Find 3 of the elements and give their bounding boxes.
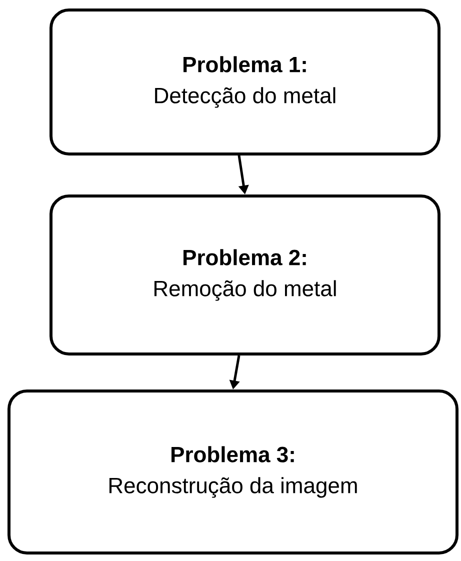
process-box: Problema 2: Remoção do metal bbox=[50, 194, 440, 356]
process-box: Problema 1: Detecção do metal bbox=[50, 8, 440, 156]
process-box: Problema 3: Reconstrução da imagem bbox=[8, 390, 458, 554]
